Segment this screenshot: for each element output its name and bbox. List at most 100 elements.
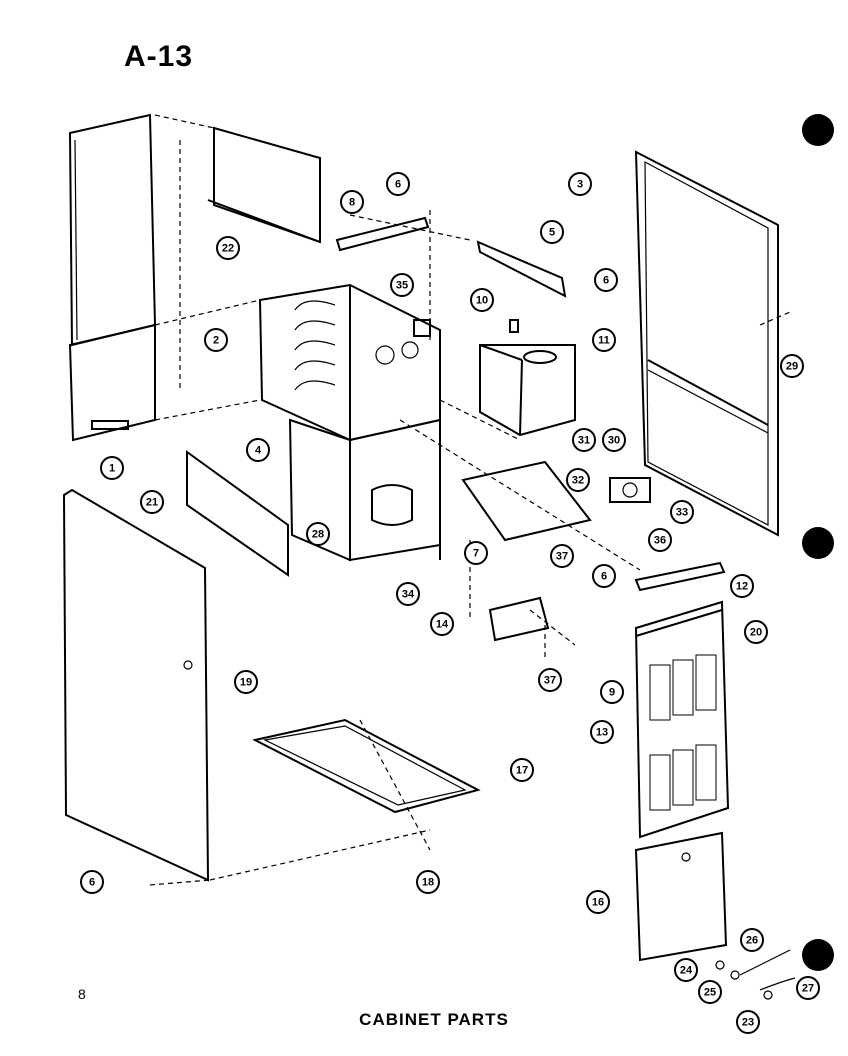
part-callout-number: 26	[746, 935, 758, 947]
part-bracket-9	[335, 216, 430, 252]
part-callout-number: 6	[601, 571, 607, 583]
part-bottom-panel	[252, 718, 481, 814]
part-callout-30: 30	[602, 428, 626, 452]
part-callout-6: 6	[594, 268, 618, 292]
part-callout-number: 24	[680, 965, 693, 977]
part-filter-tray	[461, 460, 592, 542]
part-callout-37: 37	[538, 668, 562, 692]
part-callout-number: 37	[544, 675, 556, 687]
part-callout-number: 8	[349, 197, 355, 209]
part-callout-10: 10	[470, 288, 494, 312]
part-callout-number: 17	[516, 765, 528, 777]
part-grille-door	[634, 600, 730, 839]
part-left-upper-panel	[68, 113, 157, 442]
part-callout-number: 19	[240, 677, 252, 689]
part-callout-number: 11	[598, 335, 610, 347]
part-callout-number: 9	[609, 687, 615, 699]
part-callout-number: 35	[396, 280, 408, 292]
part-valve-assembly	[609, 477, 651, 503]
part-callout-number: 33	[676, 507, 688, 519]
binder-hole	[802, 527, 834, 559]
part-callout-number: 1	[109, 463, 115, 475]
part-callout-number: 34	[402, 589, 415, 601]
part-callout-number: 18	[422, 877, 434, 889]
binder-hole	[802, 939, 834, 971]
part-callout-13: 13	[590, 720, 614, 744]
part-callout-number: 29	[786, 361, 798, 373]
assembly-guide-lines	[149, 114, 791, 886]
part-callout-28: 28	[306, 522, 330, 546]
part-right-side-panel	[634, 150, 779, 537]
part-callout-number: 22	[222, 243, 234, 255]
part-blower-housing	[479, 319, 576, 437]
part-callout-number: 36	[654, 535, 666, 547]
part-callout-16: 16	[586, 890, 610, 914]
part-callout-27: 27	[796, 976, 820, 1000]
part-callout-26: 26	[740, 928, 764, 952]
part-callout-number: 2	[213, 335, 219, 347]
part-callout-number: 25	[704, 987, 716, 999]
part-callout-32: 32	[566, 468, 590, 492]
part-callout-9: 9	[600, 680, 624, 704]
part-callout-17: 17	[510, 758, 534, 782]
part-heat-exchanger	[258, 283, 441, 562]
part-bracket-5	[476, 240, 567, 298]
part-callout-number: 16	[592, 897, 604, 909]
part-callout-8: 8	[340, 190, 364, 214]
part-callout-23: 23	[736, 1010, 760, 1034]
part-callout-number: 23	[742, 1017, 754, 1029]
part-callout-number: 28	[312, 529, 324, 541]
part-callout-19: 19	[234, 670, 258, 694]
part-callout-number: 6	[395, 179, 401, 191]
part-callout-number: 30	[608, 435, 620, 447]
part-callout-33: 33	[670, 500, 694, 524]
part-callout-number: 37	[556, 551, 568, 563]
part-callout-6: 6	[386, 172, 410, 196]
part-callout-37: 37	[550, 544, 574, 568]
part-callout-3: 3	[568, 172, 592, 196]
part-callout-24: 24	[674, 958, 698, 982]
part-callout-2: 2	[204, 328, 228, 352]
part-callout-number: 6	[89, 877, 95, 889]
part-callout-1: 1	[100, 456, 124, 480]
part-callout-number: 32	[572, 475, 584, 487]
part-callout-21: 21	[140, 490, 164, 514]
part-callout-25: 25	[698, 980, 722, 1004]
part-large-side-panel	[62, 488, 210, 882]
part-callout-6: 6	[80, 870, 104, 894]
part-callout-12: 12	[730, 574, 754, 598]
part-callout-number: 10	[476, 295, 488, 307]
part-inner-panel-21	[186, 450, 289, 577]
part-callout-4: 4	[246, 438, 270, 462]
part-bracket-12	[634, 561, 726, 592]
part-callout-20: 20	[744, 620, 768, 644]
part-callout-number: 13	[596, 727, 608, 739]
part-callouts: 1234566667891011121314161718192021222324…	[80, 172, 820, 1034]
part-callout-6: 6	[592, 564, 616, 588]
part-lower-door	[634, 831, 728, 962]
diagram-caption: CABINET PARTS	[359, 1010, 509, 1029]
part-callout-number: 27	[802, 983, 814, 995]
part-callout-number: 4	[255, 445, 262, 457]
part-callout-number: 21	[146, 497, 158, 509]
binder-hole	[802, 114, 834, 146]
part-callout-number: 12	[736, 581, 748, 593]
part-callout-number: 6	[603, 275, 609, 287]
page-number: 8	[78, 986, 86, 1002]
part-callout-29: 29	[780, 354, 804, 378]
part-callout-22: 22	[216, 236, 240, 260]
part-callout-number: 20	[750, 627, 762, 639]
part-callout-number: 5	[549, 227, 555, 239]
part-callout-number: 14	[436, 619, 449, 631]
part-callout-34: 34	[396, 582, 420, 606]
part-callout-14: 14	[430, 612, 454, 636]
part-callout-number: 7	[473, 548, 479, 560]
part-callout-7: 7	[464, 541, 488, 565]
part-callout-5: 5	[540, 220, 564, 244]
part-callout-36: 36	[648, 528, 672, 552]
part-callout-number: 3	[577, 179, 583, 191]
part-top-panel	[207, 126, 321, 244]
part-small-panel-14	[488, 596, 550, 642]
